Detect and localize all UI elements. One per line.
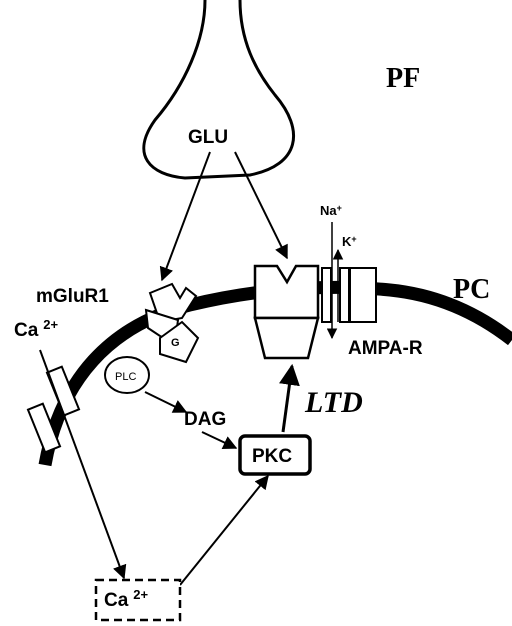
ampa-receptor [253, 264, 320, 360]
ampa-r-label: AMPA-R [348, 338, 423, 359]
glu-to-ampa-arrow [234, 151, 288, 260]
k-label: K+ [342, 234, 357, 249]
plc-to-dag-arrow [144, 391, 188, 413]
na-label: Na+ [320, 203, 342, 218]
glu-label: GLU [188, 127, 228, 148]
pc-label: PC [453, 274, 490, 305]
g-protein-label: G [171, 337, 180, 349]
dag-label: DAG [184, 409, 226, 430]
intracellular-calcium-box [94, 578, 182, 622]
glu-to-mglur1-arrow [159, 151, 211, 282]
pf-label: PF [386, 63, 420, 94]
g-protein [159, 320, 200, 364]
mglur1-label: mGluR1 [36, 286, 109, 307]
ion-channel [321, 267, 377, 323]
calcium-influx-arrow [39, 349, 127, 580]
presynaptic-terminal [142, 0, 296, 180]
plc-ellipse [104, 356, 150, 394]
pkc-to-ampa-ltd-arrow [279, 363, 300, 433]
calcium-to-pkc-arrow [179, 474, 269, 586]
pkc-box [238, 434, 312, 476]
plc-label: PLC [115, 371, 136, 383]
pkc-label: PKC [252, 446, 292, 467]
ltd-label: LTD [304, 386, 363, 419]
dag-to-pkc-arrow [201, 431, 238, 449]
